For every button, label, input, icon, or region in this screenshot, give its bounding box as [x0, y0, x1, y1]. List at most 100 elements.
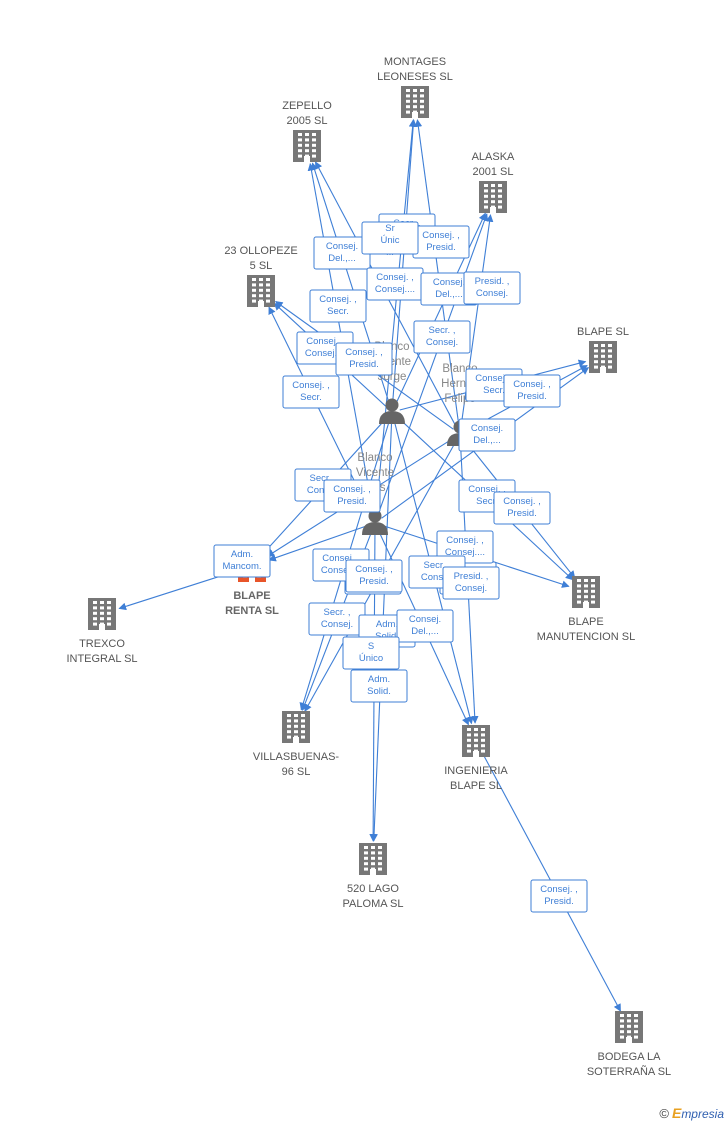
relation-edge-p1-montages: [392, 119, 417, 405]
company-node-blapesl[interactable]: BLAPE SL: [577, 326, 629, 373]
role-text: Consej. ,: [322, 553, 360, 564]
role-text: Presid.: [507, 508, 537, 519]
role-text: Presid.: [337, 496, 367, 507]
company-label: PALOMA SL: [343, 898, 404, 910]
person-label: Vicente: [356, 467, 394, 479]
role-text: Sr: [385, 223, 395, 234]
role-text: Secr. ,: [424, 560, 451, 571]
building-icon: [589, 341, 617, 373]
role-box[interactable]: SrÚnic...: [361, 221, 419, 258]
role-text: Del.,...: [411, 626, 438, 637]
role-box[interactable]: Presid. ,Consej.: [442, 566, 500, 600]
role-text: Únic: [380, 235, 399, 246]
role-text: Mancom.: [222, 561, 261, 572]
company-label: RENTA SL: [225, 605, 279, 617]
role-text: Solid.: [367, 686, 391, 697]
building-icon: [247, 275, 275, 307]
role-box[interactable]: Consej.Del.,...: [396, 609, 454, 643]
role-box[interactable]: Consej. ,Consej....: [366, 267, 424, 301]
role-text: Secr. ,: [310, 473, 337, 484]
role-text: Consej.: [471, 423, 503, 434]
company-label: INTEGRAL SL: [66, 653, 137, 665]
role-text: Consej.: [426, 337, 458, 348]
company-label: LEONESES SL: [377, 71, 453, 83]
role-box[interactable]: Consej. ,Presid.: [503, 374, 561, 408]
building-icon: [88, 598, 116, 630]
building-icon: [462, 725, 490, 757]
relation-edge-p3-alaska: [377, 213, 489, 516]
role-text: Consej. ,: [503, 496, 541, 507]
role-text: Consej....: [375, 284, 415, 295]
role-text: Consej.: [409, 614, 441, 625]
company-label: MONTAGES: [384, 56, 446, 68]
role-text: Presid. ,: [475, 276, 510, 287]
building-icon: [282, 711, 310, 743]
role-text: Del.,...: [328, 253, 355, 264]
role-box[interactable]: Consej. ,Presid.: [530, 879, 588, 913]
role-box[interactable]: Consej. ,Presid.: [345, 559, 403, 593]
role-box[interactable]: Consej. ,Presid.: [412, 225, 470, 259]
role-text: Adm.: [368, 674, 390, 685]
relation-edge-p3-blaperenta: [268, 525, 368, 562]
role-text: Consej. ,: [355, 564, 393, 575]
person-label: Blanco: [357, 452, 392, 464]
role-box[interactable]: Presid. ,Consej.: [463, 271, 521, 305]
footer-brand[interactable]: ©Empresia: [659, 1105, 724, 1121]
role-text: Consej. ,: [513, 379, 551, 390]
role-text: Consej. ,: [306, 336, 344, 347]
role-text: Secr.: [300, 392, 322, 403]
role-text: Secr. ,: [324, 607, 351, 618]
role-text: Único: [359, 653, 383, 664]
role-box[interactable]: Secr. ,Consej.: [413, 320, 471, 354]
role-box[interactable]: Consej. ,Secr.: [309, 289, 367, 323]
role-text: Secr.: [476, 496, 498, 507]
company-label: ZEPELLO: [282, 100, 332, 112]
role-box[interactable]: Secr. ,Consej.: [308, 602, 366, 636]
role-box[interactable]: Adm.Solid.: [350, 669, 408, 703]
role-box[interactable]: Consej. ,Presid.: [493, 491, 551, 525]
role-box[interactable]: Consej.Del.,...: [420, 272, 478, 306]
role-text: Consej. ,: [475, 373, 513, 384]
brand-name: mpresia: [681, 1107, 724, 1121]
company-label: BLAPE: [233, 590, 270, 602]
role-box[interactable]: Consej. ,Consej....: [436, 530, 494, 564]
role-box[interactable]: Consej. ,Presid.: [323, 479, 381, 513]
role-text: Secr.: [483, 385, 505, 396]
role-text: Del.,...: [473, 435, 500, 446]
building-icon: [293, 130, 321, 162]
company-node-villasbuenas[interactable]: VILLASBUENAS-96 SL: [253, 711, 340, 778]
role-text: Presid.: [544, 896, 574, 907]
company-node-trexco[interactable]: TREXCO INTEGRAL SL: [66, 598, 138, 665]
role-box[interactable]: Consej. ,Secr.: [282, 375, 340, 409]
role-text: Consej. ,: [376, 272, 414, 283]
role-box[interactable]: Consej. ,Presid.: [335, 342, 393, 376]
role-text: Consej....: [305, 348, 345, 359]
company-label: BLAPE: [568, 616, 603, 628]
role-text: Presid.: [349, 359, 379, 370]
role-text: Consej.: [326, 241, 358, 252]
role-box[interactable]: Consej.Del.,...: [458, 418, 516, 452]
role-text: S: [368, 641, 374, 652]
role-box[interactable]: Adm.Mancom.: [213, 544, 271, 578]
brand-logo-letter: E: [671, 1105, 682, 1121]
role-text: Consej. ,: [446, 535, 484, 546]
role-text: Presid.: [517, 391, 547, 402]
role-text: Consej. ,: [345, 347, 383, 358]
company-label: BLAPE SL: [450, 780, 502, 792]
role-box[interactable]: Consej.Del.,...: [313, 236, 371, 270]
company-label: TREXCO: [79, 638, 125, 650]
person-icon: [362, 509, 388, 535]
company-node-montages[interactable]: MONTAGES LEONESES SL: [377, 56, 453, 118]
role-text: Consej.: [476, 288, 508, 299]
role-text: Consej. ,: [468, 484, 506, 495]
